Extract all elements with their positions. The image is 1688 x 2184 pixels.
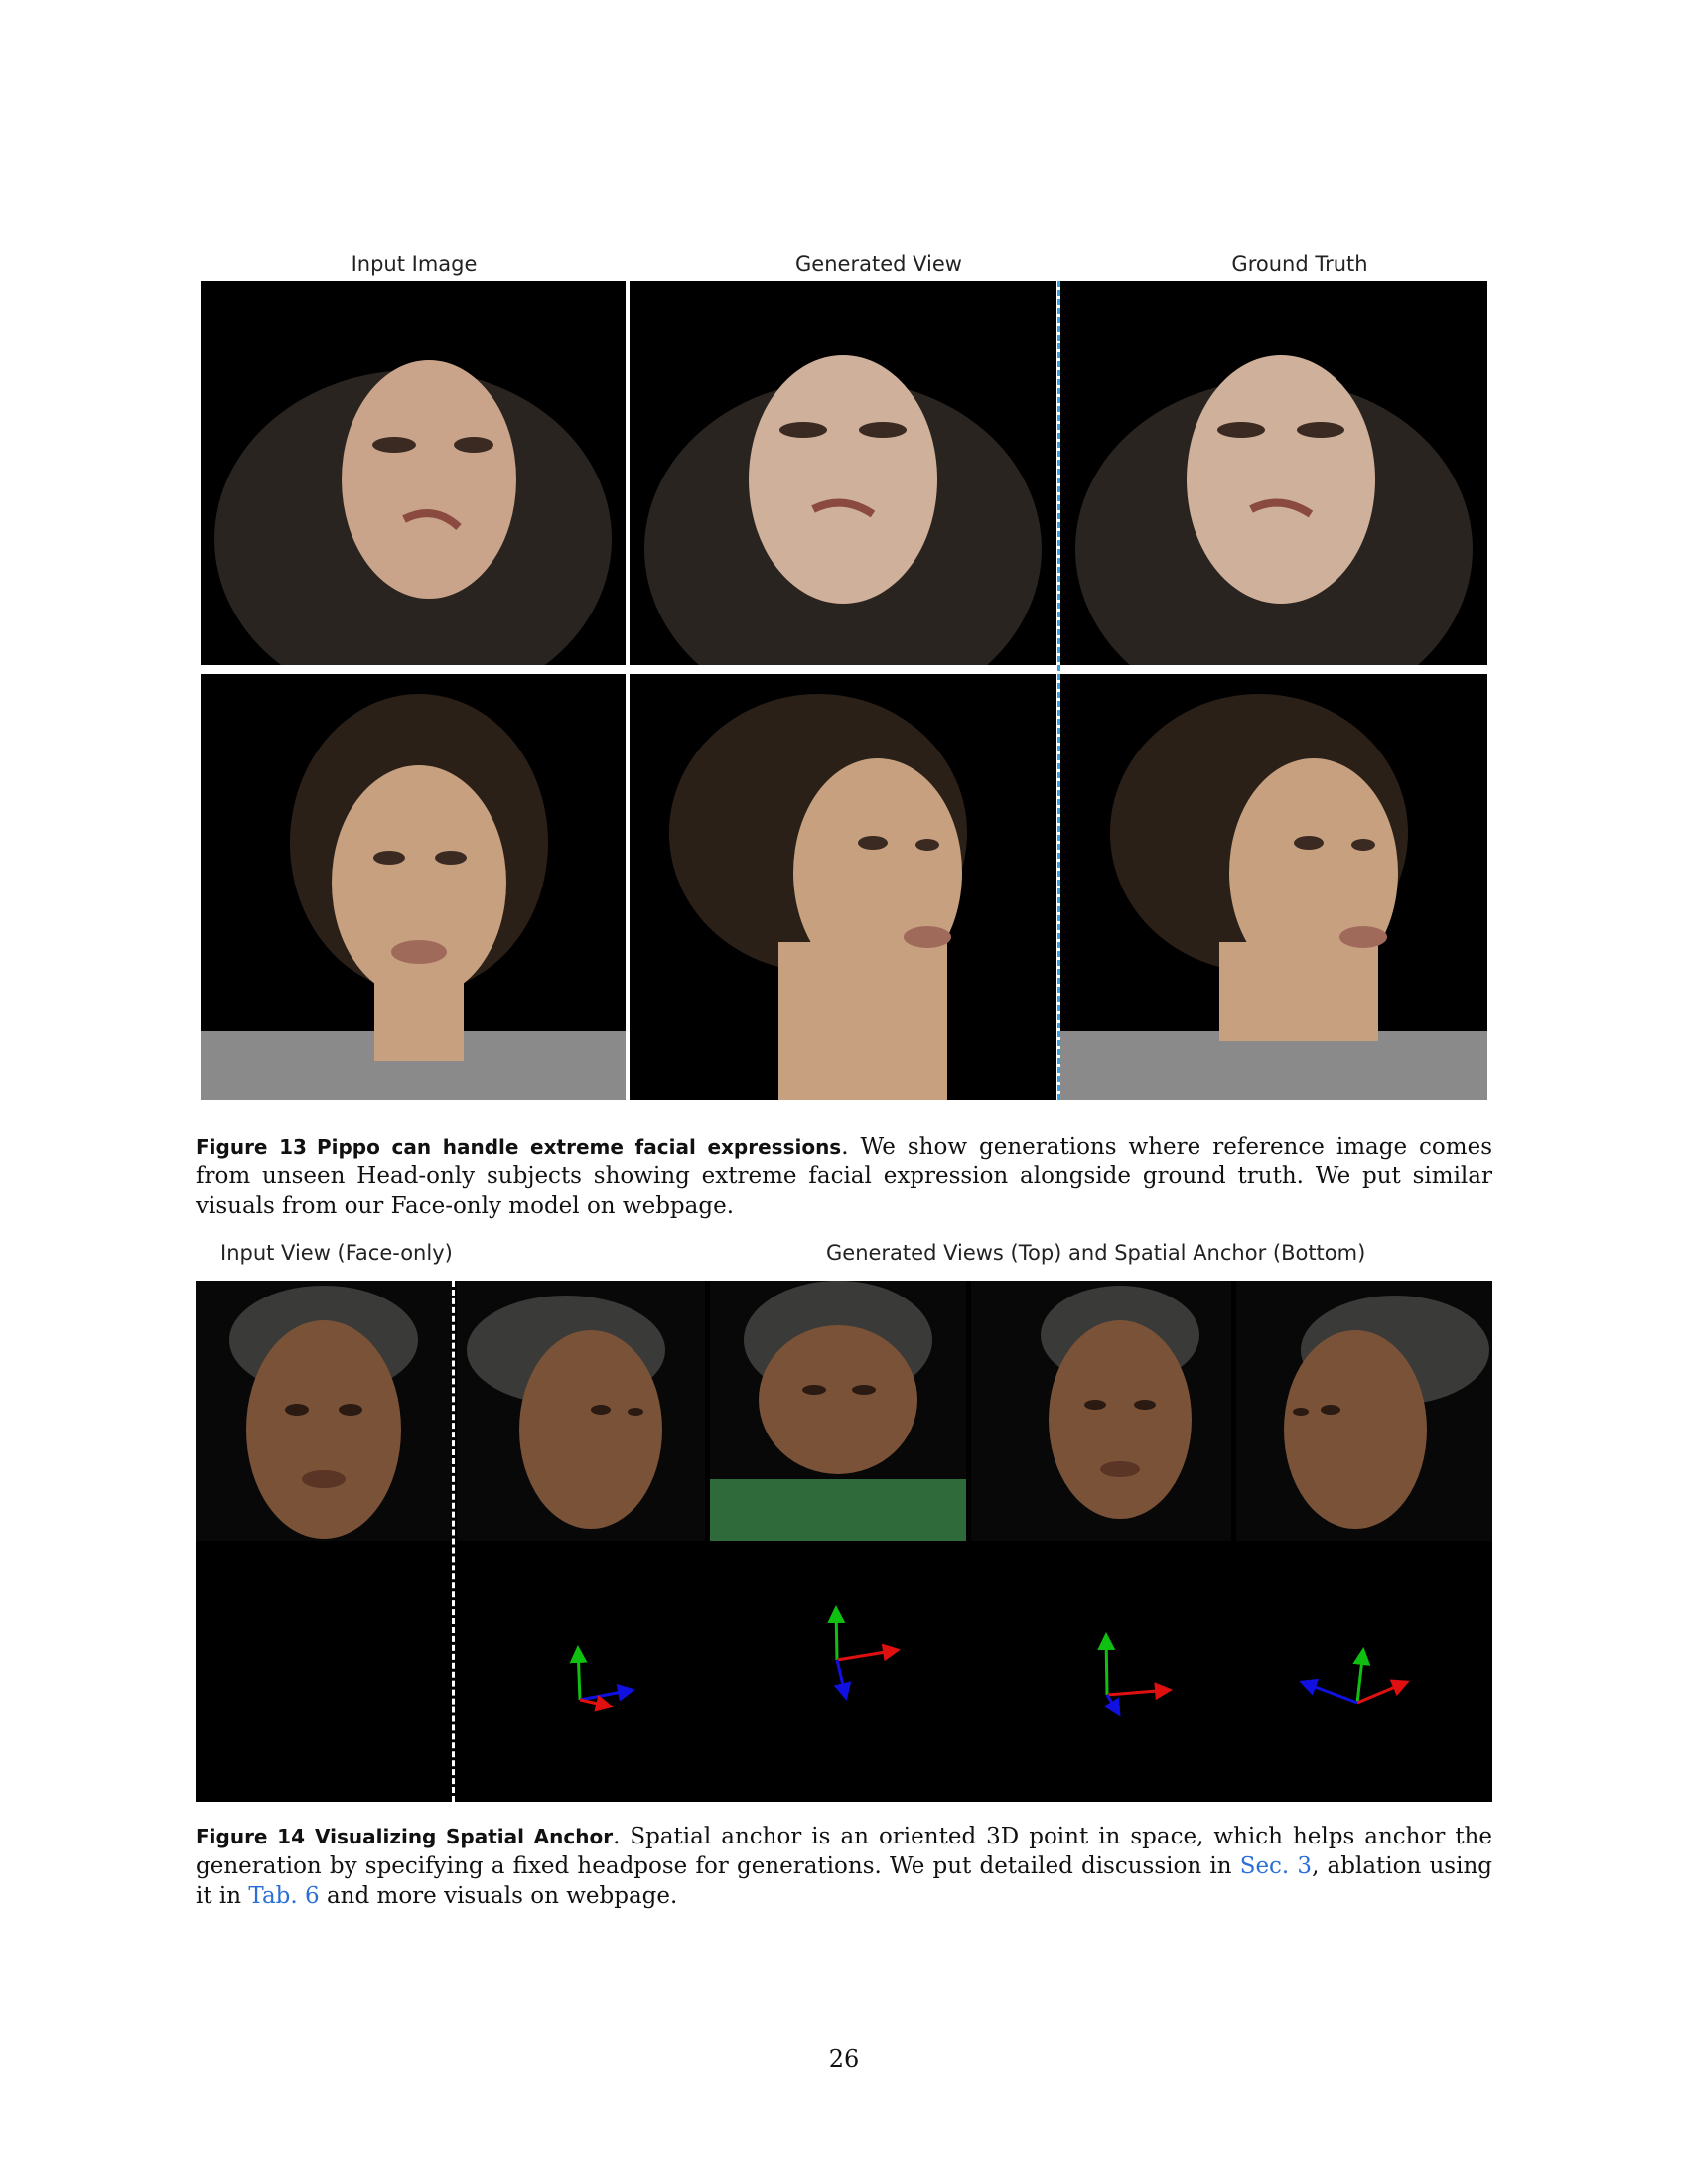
fig13-label-ground-truth: Ground Truth bbox=[1231, 252, 1368, 276]
page-number: 26 bbox=[828, 2045, 860, 2073]
fig14-input-face bbox=[196, 1281, 452, 1541]
fig13-divider-blue bbox=[1057, 281, 1060, 1100]
sec-3-link[interactable]: Sec. 3 bbox=[1239, 1853, 1313, 1879]
fig14-caption-text-2: , ablation using it in bbox=[196, 1853, 1492, 1909]
axes-icon-3 bbox=[1097, 1632, 1173, 1717]
fig13-input-row2 bbox=[201, 674, 626, 1100]
fig14-caption-label: Figure 14 bbox=[196, 1825, 305, 1848]
fig13-divider-white bbox=[627, 281, 630, 1100]
fig13-caption-text: . We show generations where reference im… bbox=[196, 1134, 1492, 1219]
fig14-generated-view-3 bbox=[971, 1281, 1231, 1541]
fig14-spatial-anchor-row bbox=[569, 1605, 1410, 1717]
figure-14-caption: Figure 14 Visualizing Spatial Anchor. Spa… bbox=[196, 1822, 1492, 1911]
fig13-label-input: Input Image bbox=[351, 252, 478, 276]
fig14-caption-title: Visualizing Spatial Anchor bbox=[314, 1825, 614, 1848]
tab-6-link[interactable]: Tab. 6 bbox=[248, 1883, 320, 1909]
fig14-generated-view-4 bbox=[1236, 1281, 1492, 1541]
fig14-caption-text-3: and more visuals on webpage. bbox=[319, 1883, 678, 1909]
fig13-caption-title: Pippo can handle extreme facial expressi… bbox=[316, 1135, 842, 1159]
fig13-groundtruth-row2 bbox=[1060, 674, 1487, 1100]
fig13-label-generated: Generated View bbox=[795, 252, 962, 276]
axes-icon-4 bbox=[1299, 1647, 1410, 1705]
fig13-generated-row1 bbox=[630, 281, 1056, 665]
axes-icon-2 bbox=[827, 1605, 901, 1701]
fig14-label-input: Input View (Face-only) bbox=[220, 1241, 453, 1265]
figure-13-grid bbox=[201, 281, 1487, 1100]
fig13-generated-row2 bbox=[630, 674, 1056, 1100]
fig13-groundtruth-row1 bbox=[1060, 281, 1487, 665]
figure-14-grid bbox=[196, 1281, 1492, 1802]
fig14-generated-view-1 bbox=[457, 1281, 705, 1541]
axes-icon-1 bbox=[569, 1645, 635, 1712]
fig13-caption-label: Figure 13 bbox=[196, 1135, 307, 1159]
figure-13-caption: Figure 13 Pippo can handle extreme facial… bbox=[196, 1132, 1492, 1221]
fig14-generated-view-2 bbox=[710, 1281, 966, 1541]
fig14-divider-white bbox=[452, 1281, 455, 1802]
fig14-label-generated: Generated Views (Top) and Spatial Anchor… bbox=[826, 1241, 1366, 1265]
fig13-input-row1 bbox=[201, 281, 626, 665]
fig14-caption-text-1: . Spatial anchor is an oriented 3D point… bbox=[196, 1824, 1492, 1879]
